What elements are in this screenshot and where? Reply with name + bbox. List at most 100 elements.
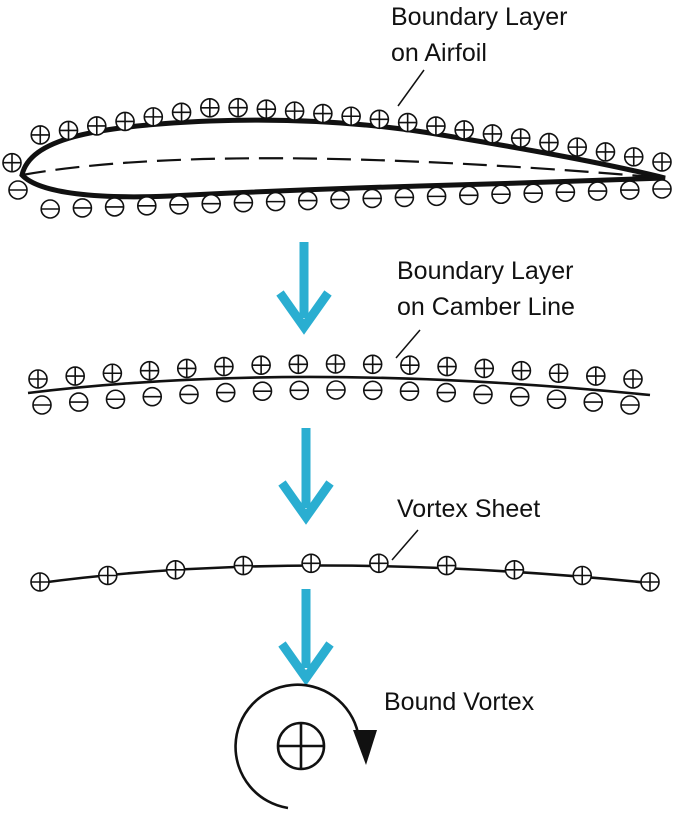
minus-circle-icon xyxy=(330,189,350,210)
plus-circle-icon xyxy=(454,120,474,140)
minus-circle-icon xyxy=(546,389,567,410)
plus-circle-icon xyxy=(426,116,446,136)
minus-circle-icon xyxy=(104,197,125,217)
plus-circle-icon xyxy=(30,572,50,592)
plus-circle-icon xyxy=(325,354,346,374)
camber-line-stage: Boundary Layer on Camber Line xyxy=(27,257,651,415)
bound-vortex-stage: Bound Vortex xyxy=(234,683,535,810)
minus-circle-icon xyxy=(458,185,479,206)
plus-circle-icon xyxy=(567,137,588,157)
camber-line xyxy=(27,375,651,397)
minus-circle-icon xyxy=(587,181,608,201)
vortex-sheet-label-leader xyxy=(391,529,419,561)
plus-circle-icon xyxy=(437,356,457,377)
plus-circle-icon xyxy=(288,354,309,375)
minus-circle-icon xyxy=(32,395,52,415)
plus-circle-icon xyxy=(586,366,606,386)
plus-circle-icon xyxy=(2,152,22,173)
airfoil-camber-line xyxy=(21,157,666,180)
vortex-sheet-stage: Vortex Sheet xyxy=(30,495,660,592)
plus-circle-icon xyxy=(214,356,234,377)
vortex-sheet-charges xyxy=(30,553,660,592)
camber-upper-charges xyxy=(28,354,643,389)
plus-circle-icon xyxy=(139,360,160,381)
minus-circle-icon xyxy=(436,382,457,403)
plus-circle-icon xyxy=(652,152,672,172)
minus-circle-icon xyxy=(297,190,318,211)
vortex-sheet-label: Vortex Sheet xyxy=(397,495,540,523)
plus-circle-icon xyxy=(276,721,326,771)
plus-circle-icon xyxy=(482,124,503,144)
airfoil-upper-charges xyxy=(2,97,672,173)
plus-circle-icon xyxy=(102,363,123,384)
down-arrow-icon xyxy=(276,242,332,335)
minus-circle-icon xyxy=(233,192,254,213)
plus-circle-icon xyxy=(233,555,254,576)
plus-circle-icon xyxy=(115,111,135,132)
minus-circle-icon xyxy=(201,193,221,214)
airfoil-label-leader xyxy=(397,69,425,107)
plus-circle-icon xyxy=(572,565,593,586)
plus-circle-icon xyxy=(504,559,525,580)
minus-circle-icon xyxy=(40,199,61,219)
minus-circle-icon xyxy=(169,194,189,215)
minus-circle-icon xyxy=(555,182,576,202)
plus-circle-icon xyxy=(510,128,531,148)
vortex-sheet-line xyxy=(39,564,651,585)
plus-circle-icon xyxy=(362,354,383,375)
minus-circle-icon xyxy=(179,384,199,405)
minus-circle-icon xyxy=(426,186,447,207)
plus-circle-icon xyxy=(58,120,79,141)
minus-circle-icon xyxy=(523,183,544,204)
plus-circle-icon xyxy=(474,358,495,379)
plus-circle-icon xyxy=(369,109,390,130)
airfoil-label: Boundary Layer on Airfoil xyxy=(391,3,574,67)
minus-circle-icon xyxy=(399,381,420,401)
minus-circle-icon xyxy=(252,381,273,401)
minus-circle-icon xyxy=(509,386,530,407)
plus-circle-icon xyxy=(548,363,569,384)
minus-circle-icon xyxy=(105,389,126,410)
airfoil-lower-charges xyxy=(8,179,672,219)
airfoil-outline xyxy=(19,117,666,200)
plus-circle-icon xyxy=(400,355,420,375)
camber-lower-charges xyxy=(32,380,640,415)
plus-circle-icon xyxy=(284,101,305,121)
minus-circle-icon xyxy=(215,382,236,403)
plus-circle-icon xyxy=(176,358,197,379)
minus-circle-icon xyxy=(362,188,383,209)
plus-circle-icon xyxy=(301,553,321,574)
plus-circle-icon xyxy=(640,572,660,592)
minus-circle-icon xyxy=(68,392,89,412)
plus-circle-icon xyxy=(65,366,85,386)
plus-circle-icon xyxy=(251,355,271,375)
plus-circle-icon xyxy=(165,559,186,580)
plus-circle-icon xyxy=(86,116,107,136)
plus-circle-icon xyxy=(369,553,389,574)
minus-circle-icon xyxy=(583,392,604,412)
minus-circle-icon xyxy=(362,380,383,401)
minus-circle-icon xyxy=(491,184,511,205)
plus-circle-icon xyxy=(511,360,532,381)
minus-circle-icon xyxy=(289,380,310,401)
minus-circle-icon xyxy=(473,384,493,405)
plus-circle-icon xyxy=(397,112,418,133)
plus-circle-icon xyxy=(228,97,248,118)
down-arrow-icon xyxy=(278,589,334,686)
plus-circle-icon xyxy=(436,555,457,576)
minus-circle-icon xyxy=(8,180,28,200)
plus-circle-icon xyxy=(595,142,616,162)
airfoil-stage: Boundary Layer on Airfoil xyxy=(2,3,672,219)
minus-circle-icon xyxy=(652,179,672,199)
minus-circle-icon xyxy=(265,191,286,212)
plus-circle-icon xyxy=(171,102,192,123)
minus-circle-icon xyxy=(142,386,163,407)
plus-circle-icon xyxy=(30,125,51,145)
camber-label-leader xyxy=(395,329,421,359)
plus-circle-icon xyxy=(539,132,559,153)
plus-circle-icon xyxy=(313,103,333,124)
plus-circle-icon xyxy=(623,147,644,167)
bound-vortex-label: Bound Vortex xyxy=(384,688,535,716)
minus-circle-icon xyxy=(619,180,640,200)
